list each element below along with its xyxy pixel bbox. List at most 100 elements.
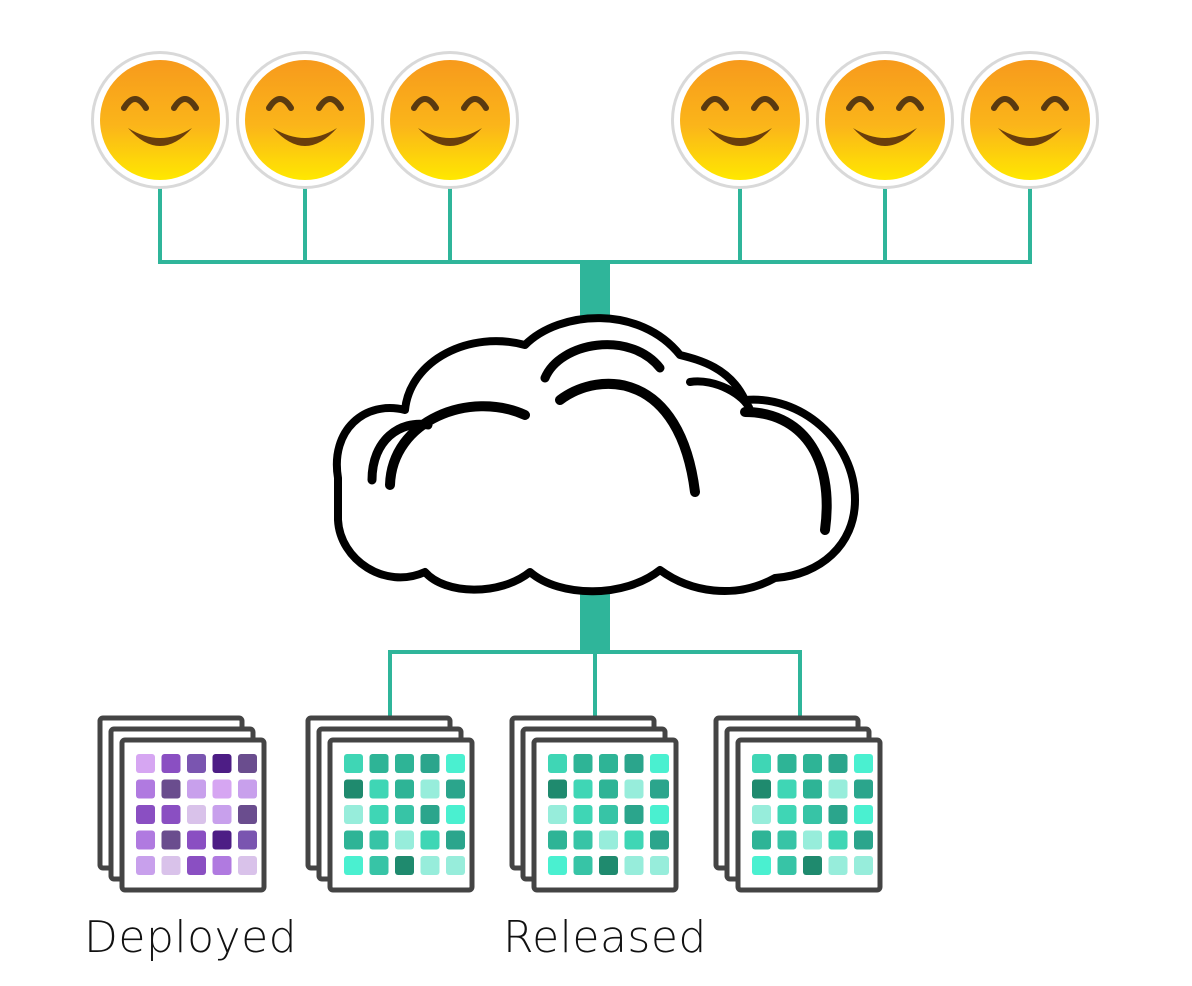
build-cell	[187, 779, 206, 799]
build-cell	[828, 779, 848, 799]
build-cell	[548, 805, 567, 824]
build-cell	[777, 856, 797, 875]
build-cell	[803, 830, 822, 850]
build-cell	[161, 830, 181, 850]
build-cell	[777, 779, 797, 799]
smiling-face-icon	[236, 51, 374, 189]
build-cell	[854, 754, 873, 773]
build-cell	[624, 856, 644, 875]
build-cell	[446, 805, 465, 824]
smiling-face-icon	[671, 51, 809, 189]
build-cell	[238, 754, 257, 773]
build-cell	[803, 856, 822, 875]
build-cell	[136, 754, 155, 773]
cloud-icon	[332, 314, 859, 596]
build-cell	[752, 754, 771, 773]
connector-lines	[158, 188, 1032, 720]
build-cell	[777, 754, 797, 773]
build-cell	[238, 779, 257, 799]
build-cell	[650, 779, 669, 799]
build-cell	[136, 779, 155, 799]
build-cell	[344, 754, 363, 773]
build-cell	[650, 830, 669, 850]
build-cell	[395, 830, 414, 850]
build-cell	[420, 754, 440, 773]
build-cell	[650, 805, 669, 824]
build-cell	[599, 830, 618, 850]
build-cell	[369, 856, 389, 875]
build-cell	[446, 856, 465, 875]
build-stacks	[97, 715, 883, 893]
build-cell	[187, 856, 206, 875]
smiling-face-icon	[961, 51, 1099, 189]
build-cell	[161, 856, 181, 875]
build-cell	[828, 856, 848, 875]
user-group-left	[91, 51, 519, 189]
build-cell	[828, 830, 848, 850]
uplink-trunk	[580, 262, 610, 322]
build-stack-deployed	[97, 715, 267, 893]
build-cell	[136, 830, 155, 850]
build-cell	[573, 805, 593, 824]
build-cell	[599, 856, 618, 875]
build-cell	[803, 754, 822, 773]
build-cell	[777, 805, 797, 824]
build-cell	[395, 856, 414, 875]
build-cell	[395, 805, 414, 824]
build-cell	[212, 830, 232, 850]
build-cell	[136, 856, 155, 875]
build-cell	[238, 830, 257, 850]
smiling-face-icon	[381, 51, 519, 189]
build-cell	[854, 856, 873, 875]
build-stack-released-1	[305, 715, 475, 893]
build-cell	[599, 805, 618, 824]
build-cell	[573, 754, 593, 773]
build-cell	[548, 754, 567, 773]
downlink-trunk	[580, 590, 610, 654]
smiling-face-icon	[816, 51, 954, 189]
build-cell	[752, 856, 771, 875]
user-group-right	[671, 51, 1099, 189]
build-cell	[624, 805, 644, 824]
build-cell	[187, 830, 206, 850]
build-cell	[161, 754, 181, 773]
build-cell	[161, 805, 181, 824]
build-cell	[369, 805, 389, 824]
build-cell	[548, 830, 567, 850]
build-cell	[136, 805, 155, 824]
build-cell	[828, 754, 848, 773]
build-cell	[854, 779, 873, 799]
build-cell	[212, 856, 232, 875]
build-cell	[161, 779, 181, 799]
build-cell	[624, 754, 644, 773]
build-cell	[777, 830, 797, 850]
build-cell	[420, 856, 440, 875]
build-cell	[446, 779, 465, 799]
smiling-face-icon	[91, 51, 229, 189]
build-cell	[548, 856, 567, 875]
build-cell	[752, 830, 771, 850]
build-cell	[803, 779, 822, 799]
build-cell	[344, 856, 363, 875]
build-cell	[650, 856, 669, 875]
build-cell	[212, 805, 232, 824]
build-cell	[212, 754, 232, 773]
build-cell	[854, 805, 873, 824]
build-cell	[369, 830, 389, 850]
build-cell	[803, 805, 822, 824]
build-cell	[395, 779, 414, 799]
build-cell	[344, 805, 363, 824]
build-cell	[573, 779, 593, 799]
build-cell	[420, 805, 440, 824]
build-cell	[238, 856, 257, 875]
build-cell	[344, 830, 363, 850]
build-cell	[369, 779, 389, 799]
build-cell	[395, 754, 414, 773]
build-cell	[828, 805, 848, 824]
build-cell	[752, 805, 771, 824]
build-cell	[548, 779, 567, 799]
build-cell	[573, 856, 593, 875]
build-cell	[187, 805, 206, 824]
build-cell	[420, 779, 440, 799]
